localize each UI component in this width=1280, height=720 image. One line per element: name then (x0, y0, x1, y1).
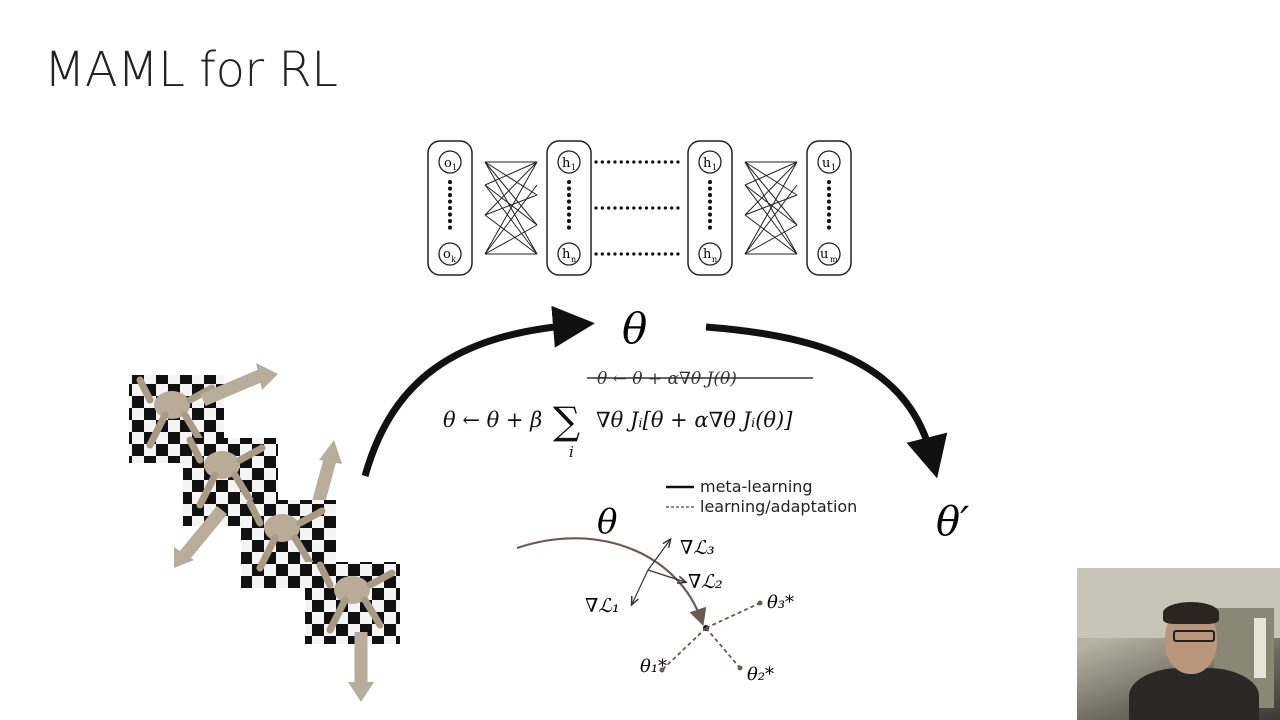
svg-text:h: h (703, 247, 712, 262)
theta-star-2-point (737, 665, 743, 671)
maml-diagram: θ meta-learning learning/adaptation ∇ℒ₃ … (516, 477, 857, 685)
hidden-layer-1-box (546, 140, 592, 276)
svg-text:1: 1 (831, 163, 836, 172)
presenter-body (1129, 668, 1259, 720)
svg-text:1: 1 (571, 163, 576, 172)
input-layer-box (427, 140, 473, 276)
svg-text:n: n (571, 255, 576, 264)
theta-star-1-point (659, 667, 665, 673)
input-node-bottom: o k (438, 242, 462, 266)
grad-L3-label: ∇ℒ₃ (680, 537, 715, 559)
svg-text:o: o (443, 247, 451, 262)
theta-label: θ (622, 304, 647, 353)
theta-star-2-label: θ₂* (747, 664, 774, 685)
ant-task-1 (129, 363, 278, 463)
svg-text:n: n (712, 255, 717, 264)
grad-L3-arrow (647, 540, 670, 571)
hidden1-node-top: h 1 (557, 150, 581, 174)
ant-robot-tasks (129, 363, 400, 702)
neural-network-diagram: o 1 o k h 1 h n h 1 h (427, 140, 852, 276)
svg-text:1: 1 (452, 163, 457, 172)
presenter-glasses (1173, 630, 1215, 642)
theta-prime-label: θ′ (936, 499, 969, 545)
svg-text:k: k (451, 255, 456, 264)
struck-equation: θ ← θ + α∇θ J(θ) (587, 369, 813, 389)
output-node-top: u 1 (817, 150, 841, 174)
theta-star-1-label: θ₁* (640, 656, 667, 677)
hidden-layer-2-box (687, 140, 733, 276)
meta-update-arrow (361, 305, 595, 477)
svg-text:h: h (703, 156, 712, 171)
svg-text:h: h (562, 156, 571, 171)
hidden2-node-top: h 1 (698, 150, 722, 174)
svg-text:θ ← θ + α∇θ J(θ): θ ← θ + α∇θ J(θ) (597, 369, 737, 389)
output-node-bottom: u m (817, 242, 841, 266)
output-layer-box (806, 140, 852, 276)
hidden2-node-bottom: h n (698, 242, 722, 266)
input-node-top: o 1 (438, 150, 462, 174)
svg-text:θ ← θ + β: θ ← θ + β (443, 408, 542, 432)
grad-L1-label: ∇ℒ₁ (585, 595, 620, 617)
maml-update-equation: θ ← θ + β ∑ i ∇θ Jᵢ[θ + α∇θ Jᵢ(θ)] (443, 399, 793, 461)
ant-task-4 (305, 561, 400, 702)
presenter-hair (1163, 602, 1219, 624)
adapt-line-3 (705, 602, 761, 629)
svg-text:m: m (830, 255, 838, 264)
slide-title: MAML for RL (44, 42, 338, 98)
legend-dashed-label: learning/adaptation (700, 497, 857, 516)
grad-L2-arrow (647, 569, 685, 582)
svg-text:u: u (820, 247, 828, 262)
presenter-webcam (1077, 568, 1280, 720)
adapt-line-2 (705, 627, 741, 669)
maml-theta-label: θ (597, 502, 617, 542)
svg-text:u: u (822, 156, 830, 171)
svg-text:i: i (569, 443, 574, 461)
webcam-shelf-item (1254, 618, 1266, 678)
svg-text:∑: ∑ (553, 399, 580, 443)
svg-text:1: 1 (712, 163, 717, 172)
adaptation-arrow (705, 323, 948, 479)
legend-solid-label: meta-learning (700, 477, 813, 496)
theta-star-3-point (757, 600, 763, 606)
meta-learning-curve (516, 537, 707, 627)
theta-star-3-label: θ₃* (767, 592, 794, 613)
adapt-line-1 (661, 627, 707, 671)
dense-connections-input (484, 161, 538, 255)
svg-text:o: o (444, 156, 452, 171)
svg-text:h: h (562, 247, 571, 262)
svg-text:∇θ Jᵢ[θ + α∇θ Jᵢ(θ)]: ∇θ Jᵢ[θ + α∇θ Jᵢ(θ)] (596, 408, 793, 432)
dotted-hidden-connections (594, 160, 686, 256)
grad-L1-arrow (632, 569, 649, 604)
hidden1-node-bottom: h n (557, 242, 581, 266)
grad-L2-label: ∇ℒ₂ (688, 571, 723, 593)
dense-connections-output (744, 161, 798, 255)
legend: meta-learning learning/adaptation (666, 477, 857, 516)
